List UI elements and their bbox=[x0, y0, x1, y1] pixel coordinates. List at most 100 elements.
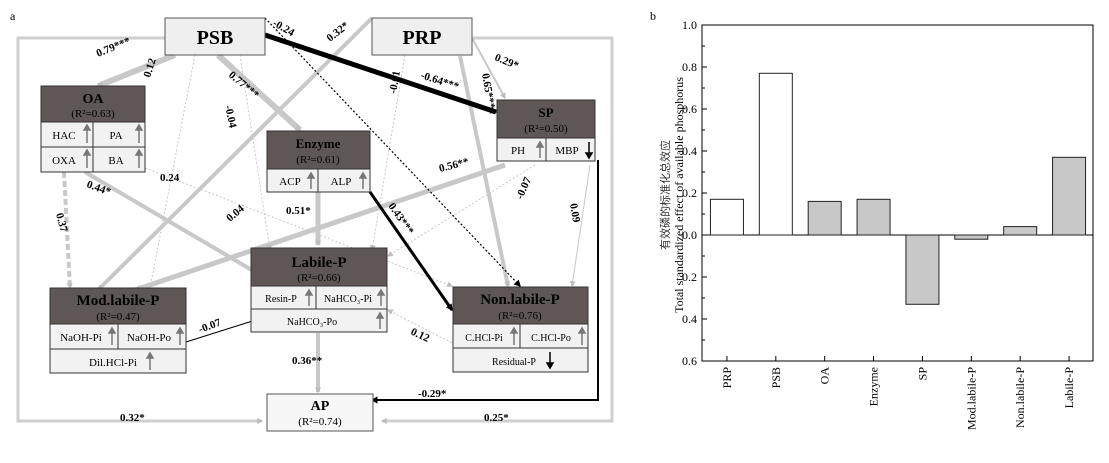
node-ap-box bbox=[266, 393, 374, 432]
node-oa-title: OA bbox=[83, 92, 105, 107]
node-sp-sub-label: PH bbox=[511, 145, 525, 157]
path-oa-labile bbox=[83, 170, 264, 278]
path-label: 0.37 bbox=[53, 212, 70, 234]
path-oa-mod bbox=[62, 171, 73, 290]
node-nonlab-r2: (R²=0.76) bbox=[498, 310, 542, 322]
node-enzyme-sub bbox=[317, 168, 371, 193]
node-psb-box bbox=[164, 17, 266, 56]
node-sp-sub-label: MBP bbox=[555, 145, 578, 157]
panel-b: b 有效磷的标准化总效应 Total standardized effect o… bbox=[650, 9, 1094, 430]
y-tick-label: 0.6 bbox=[682, 354, 697, 368]
node-mod-sub-label: NaOH-Po bbox=[127, 332, 171, 344]
y-tick-label: 0.0 bbox=[682, 228, 697, 242]
node-oa-sub bbox=[92, 146, 146, 173]
node-enzyme: Enzyme (R²=0.61) ACP ALP bbox=[266, 130, 371, 193]
node-sp-header bbox=[496, 99, 596, 139]
up-arrow-icon bbox=[82, 123, 144, 168]
node-oa-sub bbox=[40, 121, 94, 148]
node-prp-box bbox=[371, 17, 473, 56]
x-tick-label: Enzyme bbox=[867, 367, 881, 406]
path-oa-nonlab bbox=[144, 167, 454, 288]
path-psb-labile bbox=[239, 54, 273, 252]
path-label: 0.56** bbox=[438, 156, 471, 175]
path-label: -0.07 bbox=[514, 175, 534, 201]
bar bbox=[905, 234, 940, 305]
panel-a-label: a bbox=[10, 9, 16, 23]
y-ticks: 1.00.80.60.40.20.00.20.40.6 bbox=[682, 18, 707, 368]
node-ap-r2: (R²=0.74) bbox=[298, 416, 342, 428]
outer-loop-line bbox=[16, 36, 264, 424]
up-arrow-icon bbox=[306, 171, 368, 189]
bar bbox=[856, 198, 891, 236]
node-sp: SP (R²=0.50) PH MBP bbox=[496, 99, 596, 162]
node-labile-header bbox=[250, 247, 388, 287]
x-tick-label: OA bbox=[818, 367, 832, 385]
path-label: -0.01 bbox=[387, 70, 403, 95]
x-tick-label: SP bbox=[915, 367, 929, 381]
node-labile-sub-label: Resin-P bbox=[265, 294, 297, 305]
path-label: -0.07 bbox=[197, 317, 223, 336]
node-mod-header bbox=[49, 287, 187, 325]
x-tick-label: PRP bbox=[720, 367, 734, 389]
node-labile-r2: (R²=0.66) bbox=[297, 272, 341, 284]
node-nonlab-sub bbox=[452, 323, 521, 349]
node-enzyme-sub-label: ALP bbox=[331, 176, 352, 188]
node-sp-title: SP bbox=[538, 105, 553, 120]
path-prp-labile bbox=[369, 54, 406, 252]
path-label: 0.51* bbox=[286, 205, 311, 217]
path-psb-nonlab bbox=[264, 17, 521, 288]
path-label: 0.12 bbox=[141, 56, 159, 78]
node-labile: Labile-P (R²=0.66) Resin-P NaHCO₃-Pi NaH… bbox=[250, 247, 388, 333]
node-mod-title: Mod.labile-P bbox=[77, 293, 160, 309]
node-nonlab-sub bbox=[452, 347, 589, 373]
y-tick-label: 0.4 bbox=[682, 144, 697, 158]
node-nonlab-sub-label: C.HCl-Po bbox=[531, 333, 571, 344]
node-labile-sub-label: NaHCO₃-Pi bbox=[324, 294, 372, 305]
node-oa-sub-label: HAC bbox=[52, 130, 75, 142]
path-label: 0.77*** bbox=[226, 69, 261, 101]
y-tick-label: 0.6 bbox=[682, 102, 697, 116]
x-tick-label: Labile-P bbox=[1062, 367, 1076, 409]
y-tick-label: 0.4 bbox=[682, 312, 697, 326]
bar bbox=[954, 234, 989, 240]
path-psb-oa bbox=[96, 52, 177, 89]
path-prp-sp bbox=[471, 37, 506, 100]
node-enzyme-sub-label: ACP bbox=[279, 176, 300, 188]
down-arrow-icon bbox=[545, 352, 555, 370]
node-mod-sub-label: NaOH-Pi bbox=[60, 332, 102, 344]
y-axis-label: Total standardized effect of available p… bbox=[672, 77, 686, 313]
node-nonlab-header bbox=[452, 286, 589, 325]
bar bbox=[1052, 156, 1087, 236]
path-label: 0.32* bbox=[120, 412, 145, 424]
path-label: 0.24 bbox=[160, 172, 180, 184]
node-mod-sub bbox=[49, 348, 187, 374]
node-psb: PSB bbox=[164, 17, 266, 56]
node-oa-r2: (R²=0.63) bbox=[71, 108, 115, 120]
node-oa-sub-label: OXA bbox=[52, 155, 76, 167]
up-arrow-icon bbox=[107, 326, 185, 370]
path-prp-mod bbox=[96, 16, 374, 292]
path-psb-mod bbox=[147, 54, 196, 290]
path-psb-sp bbox=[264, 32, 498, 115]
path-sp-labile bbox=[386, 164, 536, 257]
path-label: 0.12 bbox=[409, 326, 432, 345]
path-psb-enzyme bbox=[215, 52, 303, 133]
node-mod: Mod.labile-P (R²=0.47) NaOH-Pi NaOH-Po D… bbox=[49, 287, 187, 374]
path-label: 0.29* bbox=[493, 52, 521, 73]
path-mod-labile bbox=[185, 316, 263, 343]
y-tick-label: 1.0 bbox=[682, 18, 697, 32]
up-arrow-icon bbox=[304, 288, 386, 329]
panel-b-label: b bbox=[650, 9, 656, 23]
down-arrow-icon bbox=[584, 142, 594, 160]
node-mod-r2: (R²=0.47) bbox=[96, 311, 140, 323]
node-nonlab-sub-label: C.HCl-Pi bbox=[465, 333, 503, 344]
node-enzyme-header bbox=[266, 130, 371, 170]
node-oa: OA (R²=0.63) HAC PA OXA BA bbox=[40, 85, 146, 173]
x-tick-label: PSB bbox=[769, 367, 783, 388]
path-mbp-ap bbox=[370, 160, 599, 404]
node-sp-sub bbox=[545, 137, 596, 162]
node-sp-r2: (R²=0.50) bbox=[524, 123, 568, 135]
path-alp-nonlab bbox=[368, 191, 454, 312]
outer-loop-line-right bbox=[380, 36, 614, 424]
